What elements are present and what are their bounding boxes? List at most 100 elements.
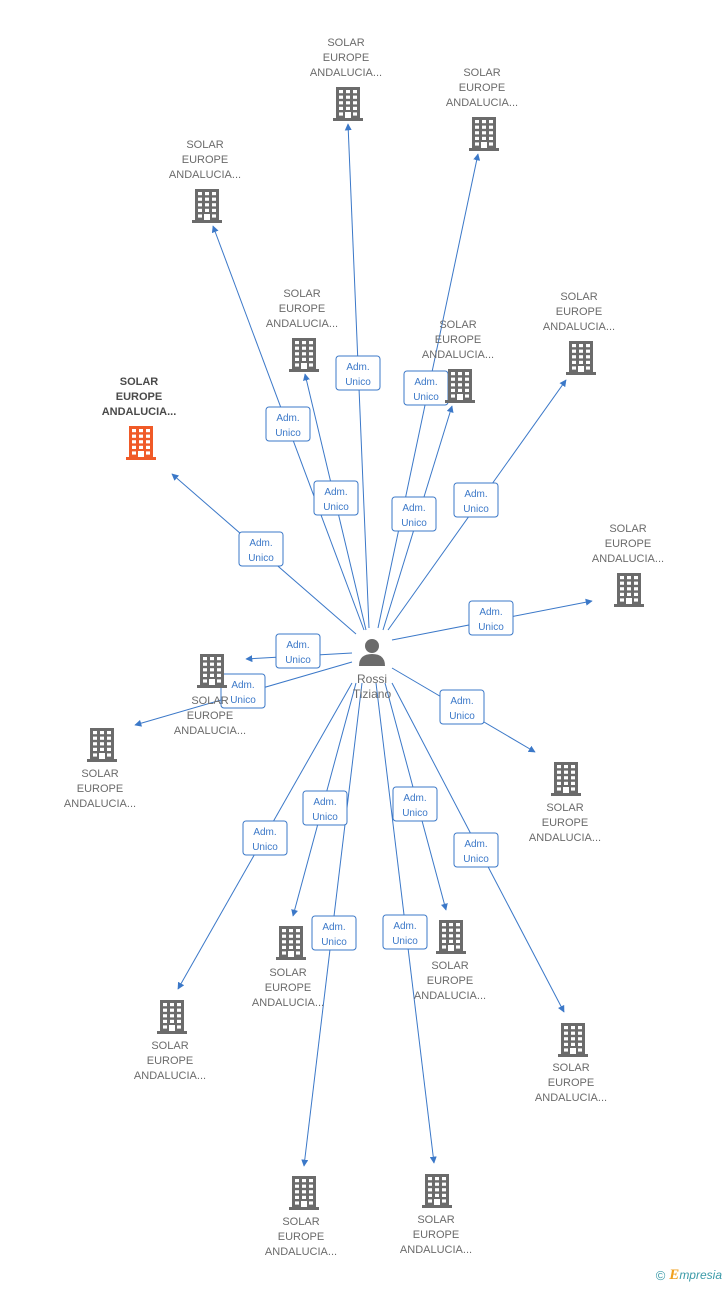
edge-label-line1: Adm. <box>403 793 426 804</box>
edge-label-box <box>382 914 428 950</box>
company-label-line1: SOLAR <box>439 319 476 331</box>
company-node-c5[interactable]: SOLAR EUROPE ANDALUCIA... <box>422 319 494 403</box>
edge-label-line1: Adm. <box>286 640 309 651</box>
edge-label-box <box>453 832 499 868</box>
edge-label-c1[interactable]: Adm.Unico <box>335 355 381 391</box>
company-label-line1: SOLAR <box>327 37 364 49</box>
company-node-c3[interactable]: SOLAREUROPEANDALUCIA... <box>169 139 241 223</box>
footer-brand: © Empresia <box>656 1267 722 1284</box>
edge-label-line1: Adm. <box>402 503 425 514</box>
edge-label-line2: Unico <box>252 842 278 853</box>
company-label-line2: EUROPE <box>556 306 602 318</box>
company-node-c11[interactable]: SOLAREUROPEANDALUCIA... <box>529 762 601 844</box>
company-label-line1: SOLAR <box>546 802 583 814</box>
edge-label-c4[interactable]: Adm. Unico <box>313 480 359 516</box>
company-node-c2[interactable]: SOLAREUROPEANDALUCIA... <box>446 67 518 151</box>
company-node-c6[interactable]: SOLAREUROPEANDALUCIA... <box>543 291 615 375</box>
edge-label-line1: Adm. <box>249 538 272 549</box>
company-label-line1: SOLAR <box>431 960 468 972</box>
edge-label-line2: Unico <box>449 711 475 722</box>
company-node-c9[interactable]: SOLAR EUROPE ANDALUCIA... <box>174 654 246 737</box>
company-label-line2: EUROPE <box>182 154 228 166</box>
edge-label-c16[interactable]: Adm.Unico <box>311 915 357 951</box>
company-node-c10[interactable]: SOLAREUROPEANDALUCIA... <box>64 728 136 810</box>
company-label-line2: EUROPE <box>427 975 473 987</box>
company-node-c13[interactable]: SOLAREUROPEANDALUCIA... <box>252 926 324 1009</box>
company-label-line3: ANDALUCIA... <box>174 725 246 737</box>
edge-label-line1: Adm. <box>324 487 347 498</box>
building-icon <box>566 341 596 375</box>
company-label-line1: SOLAR <box>191 695 228 707</box>
edge-label-c15[interactable]: Adm.Unico <box>453 832 499 868</box>
edge-label-box <box>220 673 266 709</box>
company-label-line1: SOLAR <box>463 67 500 79</box>
company-node-c7[interactable]: SOLAREUROPEANDALUCIA... <box>102 376 177 460</box>
company-label-line2: EUROPE <box>187 710 233 722</box>
edge-label-c6[interactable]: Adm.Unico <box>453 482 499 518</box>
company-label-line2: EUROPE <box>413 1229 459 1241</box>
company-node-c4[interactable]: SOLAREUROPEANDALUCIA... <box>266 288 338 372</box>
company-node-c17[interactable]: SOLAREUROPEANDALUCIA... <box>400 1174 472 1256</box>
copyright-symbol: © <box>655 1268 666 1283</box>
edge-label-c17[interactable]: Adm.Unico <box>382 914 428 950</box>
edge-label-line1: Adm. <box>464 839 487 850</box>
edge-label-c11[interactable]: Adm. Unico <box>439 689 485 725</box>
building-icon <box>197 654 227 688</box>
edge-label-line2: Unico <box>413 392 439 403</box>
edge-label-box <box>265 406 311 442</box>
company-label-line1: SOLAR <box>283 288 320 300</box>
building-icon <box>289 1176 319 1210</box>
company-label-line3: ANDALUCIA... <box>102 406 177 418</box>
edge-label-line1: Adm. <box>276 413 299 424</box>
building-icon <box>422 1174 452 1208</box>
company-label-line1: SOLAR <box>552 1062 589 1074</box>
building-icon <box>436 920 466 954</box>
company-label-line3: ANDALUCIA... <box>252 997 324 1009</box>
edge-label-c14[interactable]: Adm.Unico <box>392 786 438 822</box>
edge-label-c5[interactable]: Adm.Unico <box>391 496 437 532</box>
edge-label-line1: Adm. <box>464 489 487 500</box>
company-node-c16[interactable]: SOLAREUROPEANDALUCIA... <box>265 1176 337 1258</box>
company-label-line2: EUROPE <box>116 391 162 403</box>
building-icon <box>126 426 156 460</box>
company-label-line3: ANDALUCIA... <box>310 67 382 79</box>
company-label-line2: EUROPE <box>542 817 588 829</box>
edge-label-c8[interactable]: Adm.Unico <box>468 600 514 636</box>
edge-label-line1: Adm. <box>231 680 254 691</box>
company-label-line2: EUROPE <box>323 52 369 64</box>
edge-label-c9[interactable]: Adm.Unico <box>275 633 321 669</box>
building-icon <box>469 117 499 151</box>
edge-label-c7[interactable]: Adm. Unico <box>238 531 284 567</box>
person-node[interactable]: Rossi Tiziano <box>353 639 392 701</box>
company-label-line2: EUROPE <box>77 783 123 795</box>
edge-label-line1: Adm. <box>313 797 336 808</box>
company-label-line2: EUROPE <box>548 1077 594 1089</box>
company-label-line1: SOLAR <box>151 1040 188 1052</box>
company-node-c14[interactable]: SOLAREUROPEANDALUCIA... <box>414 920 486 1002</box>
company-node-c15[interactable]: SOLAREUROPEANDALUCIA... <box>535 1023 607 1104</box>
edge-label-line2: Unico <box>323 502 349 513</box>
company-label-line3: ANDALUCIA... <box>265 1246 337 1258</box>
edge-label-line2: Unico <box>312 812 338 823</box>
company-label-line3: ANDALUCIA... <box>422 349 494 361</box>
company-label-line2: EUROPE <box>435 334 481 346</box>
edge-label-c3[interactable]: Adm.Unico <box>265 406 311 442</box>
edge-label-c13[interactable]: Adm. Unico <box>302 790 348 826</box>
company-node-c1[interactable]: SOLAR EUROPE ANDALUCIA... <box>310 37 382 121</box>
edge-label-c2[interactable]: Adm. Unico <box>403 370 449 406</box>
edge-label-box <box>335 355 381 391</box>
company-node-c8[interactable]: SOLAREUROPEANDALUCIA... <box>592 523 664 607</box>
company-label-line2: EUROPE <box>278 1231 324 1243</box>
edge-label-line2: Unico <box>248 553 274 564</box>
edge-label-c10[interactable]: Adm.Unico <box>220 673 266 709</box>
company-label-line1: SOLAR <box>81 768 118 780</box>
company-label-line2: EUROPE <box>265 982 311 994</box>
edge-label-c12[interactable]: Adm.Unico <box>242 820 288 856</box>
company-node-c12[interactable]: SOLAREUROPEANDALUCIA... <box>134 1000 206 1082</box>
edge-label-line1: Adm. <box>322 922 345 933</box>
edge-label-line1: Adm. <box>414 377 437 388</box>
person-name-line1: Rossi <box>357 672 387 686</box>
edge-label-box <box>275 633 321 669</box>
edge-label-line1: Adm. <box>450 696 473 707</box>
